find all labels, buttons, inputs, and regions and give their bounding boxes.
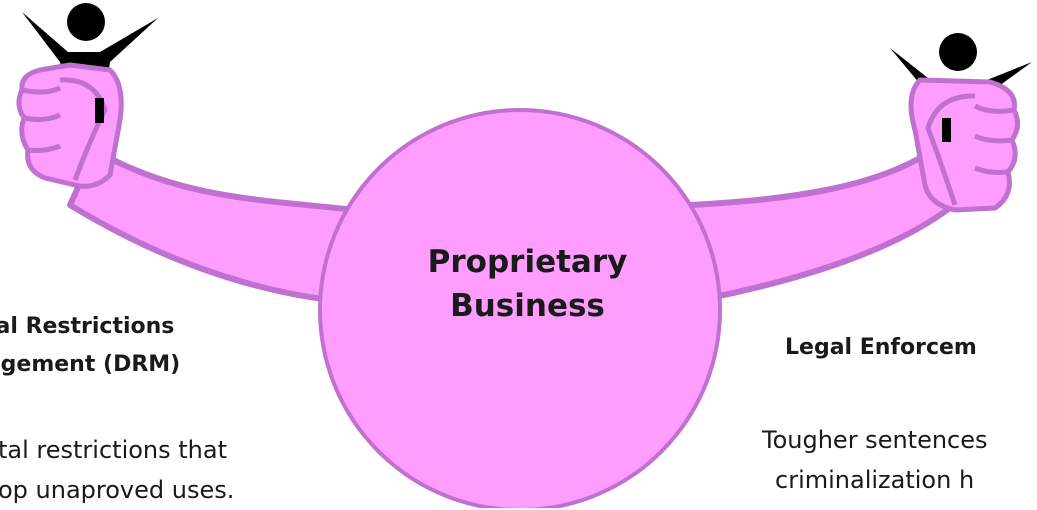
right-fist-finger-1 — [973, 103, 1015, 114]
center-label-line1: Proprietary — [427, 244, 628, 280]
right-body-line2: criminalization h — [775, 466, 975, 494]
left-fist-knuckles — [16, 62, 124, 189]
right-person-head — [939, 33, 977, 71]
left-body-line2: op unaproved uses. — [0, 476, 235, 504]
right-fist — [908, 77, 1020, 213]
left-title-line2: ngement (DRM) — [0, 352, 181, 377]
left-person-head — [67, 3, 105, 41]
right-body-line1: Tougher sentences — [762, 426, 988, 454]
right-fist-finger-2 — [973, 133, 1013, 144]
left-fist-thumb — [59, 77, 108, 181]
left-fist-finger-3 — [27, 143, 61, 153]
right-fist-thumb — [925, 93, 976, 206]
left-title-line1: tal Restrictions — [0, 314, 175, 339]
left-fist-finger-2 — [23, 112, 62, 122]
center-label: Proprietary Business — [390, 240, 665, 328]
right-fist-finger-3 — [974, 165, 1009, 175]
proprietary-business-circle — [318, 108, 722, 508]
left-fist — [16, 62, 124, 189]
left-fist-finger-1 — [21, 85, 62, 95]
left-body-line1: tal restrictions that — [0, 436, 228, 464]
right-fist-knuckles — [908, 77, 1020, 213]
center-label-line2: Business — [450, 288, 605, 324]
right-title: Legal Enforcem — [785, 335, 977, 360]
right-person-hip — [942, 118, 951, 142]
left-person-hip — [95, 98, 104, 123]
